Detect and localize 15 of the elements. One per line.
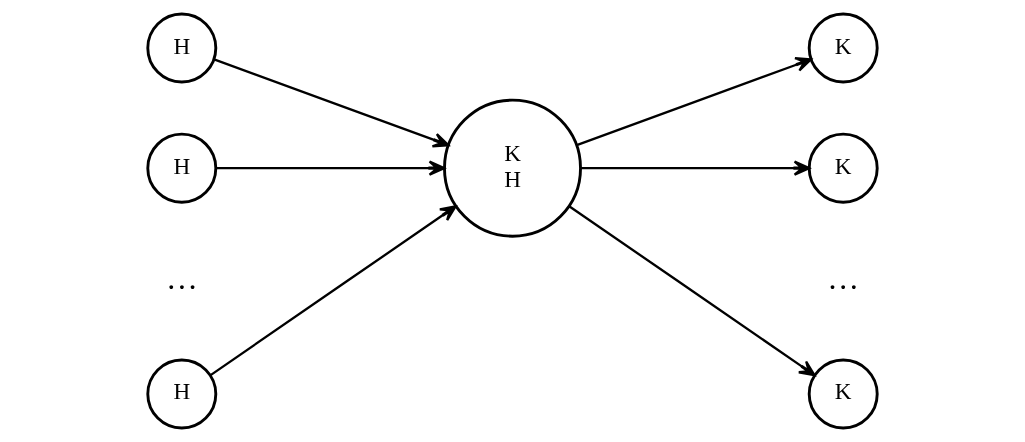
arrow: [215, 160, 446, 176]
arrow: [213, 58, 450, 148]
label: …: [827, 261, 860, 297]
arrow: [568, 205, 816, 377]
node-circle: H: [146, 132, 218, 204]
node-circle: K: [807, 12, 879, 84]
arrow: [209, 205, 457, 377]
label: …: [165, 261, 198, 297]
node-circle: K: [807, 358, 879, 430]
arrow: [580, 160, 811, 176]
node-circle: K: [807, 132, 879, 204]
node-circle: K H: [443, 98, 582, 238]
arrow: [576, 57, 812, 147]
node-circle: H: [146, 12, 218, 84]
node-circle: H: [146, 358, 218, 430]
